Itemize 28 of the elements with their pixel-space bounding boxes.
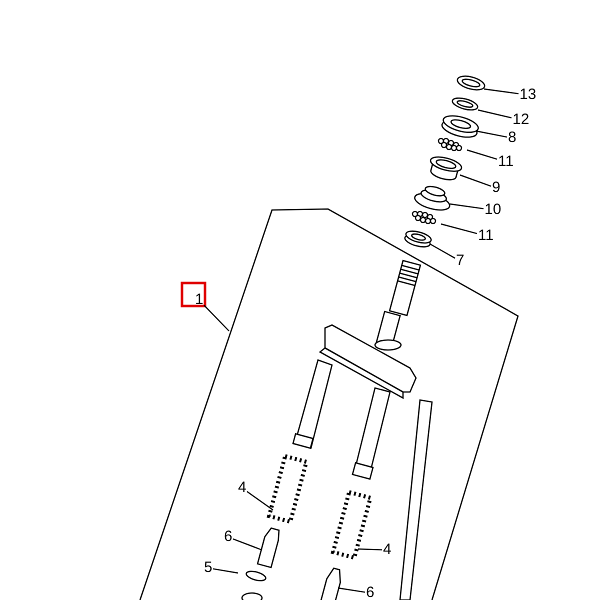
part-number: 9 [492,180,500,196]
part-number: 11 [498,154,514,170]
leader-line [430,243,456,259]
part-number: 6 [366,585,374,600]
part-number: 4 [238,480,246,496]
part-number: 4 [383,542,392,558]
leader-line [484,88,519,94]
part-number: 1 [195,292,204,308]
part-number: 7 [456,253,464,269]
part-number: 6 [224,529,232,545]
leader-line [232,538,262,551]
leader-line [246,491,274,510]
leader-line [204,304,230,332]
leader-line [478,109,512,118]
part-number: 11 [478,228,494,244]
leader-line [212,568,238,574]
leader-line [460,174,492,187]
part-number: 10 [484,202,502,218]
leader-line [440,223,478,234]
leader-line [476,130,508,138]
part-number: 13 [520,87,536,103]
part-number: 12 [512,112,530,128]
part-number: 5 [204,560,212,576]
leader-line [450,203,484,210]
leader-line [358,548,382,550]
leader-line [338,587,366,593]
part-number: 8 [508,130,516,146]
leader-line [466,149,498,160]
